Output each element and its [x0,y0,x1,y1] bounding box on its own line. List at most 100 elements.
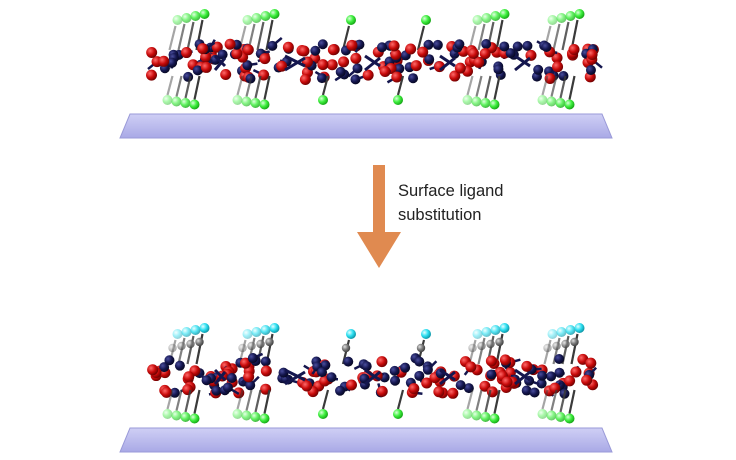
oxygen-atom [301,380,313,392]
bond-line [245,75,253,97]
ligand-atom-green [480,412,491,422]
oxygen-atom [485,355,497,367]
ligand-atom-cyan [199,323,210,333]
substrate-slab-top [119,113,613,139]
oxygen-atom [447,387,459,399]
ligand-atom-green [421,15,431,25]
metal-atom [554,353,565,364]
oxygen-atom [298,45,310,57]
metal-atom [335,385,346,396]
ligand-atom-green [546,96,557,107]
ligand-atom-cyan [242,329,253,339]
metal-atom [463,383,474,394]
metal-atom [316,73,327,84]
oxygen-atom [544,72,556,84]
ligand-atom-cyan [346,329,356,339]
bond-line [213,368,227,382]
ligand-atom-green [232,95,243,105]
bond-line [284,54,306,68]
ligand-atom-green [489,413,500,424]
oxygen-atom [388,40,400,52]
metal-atom [454,39,465,50]
bond-line [475,75,483,97]
metal-atom [521,385,532,396]
oxygen-atom [181,47,193,59]
bond-line [364,370,381,386]
oxygen-atom [362,69,374,81]
nanosheet-after [147,323,599,424]
metal-atom [499,41,510,52]
oxygen-atom [408,383,420,395]
process-label-line1: Surface ligand [398,182,504,200]
bond-line [213,54,227,68]
oxygen-atom [220,69,232,81]
metal-atom [211,385,222,396]
oxygen-atom [454,62,466,74]
carbon-atom [247,341,256,351]
metal-atom [183,71,194,82]
ligand-atom-green [547,15,558,25]
bond-line [484,75,492,99]
bond-line [561,21,570,51]
ligand-atom-green [162,409,173,419]
metal-atom [394,63,405,74]
bond-line [493,75,501,100]
metal-atom [242,60,253,71]
carbon-atom [256,339,265,349]
ligand-atom-green [318,409,328,419]
ligand-atom-green [462,95,473,105]
oxygen-atom [299,74,311,86]
metal-atom [350,74,361,85]
metal-atom [414,356,425,367]
metal-atom [422,364,433,375]
oxygen-atom [259,53,271,65]
ligand-atom-cyan [472,329,483,339]
oxygen-atom [197,43,209,55]
bond-line [284,370,306,386]
oxygen-atom [239,357,251,369]
ligand-atom-green [537,409,548,419]
ligand-atom-cyan [260,325,271,335]
metal-atom [343,356,354,367]
ligand-atom-green [171,96,182,107]
metal-atom [505,48,516,59]
oxygen-atom [585,357,597,369]
ligand-atom-green [555,412,566,422]
ligand-atom-cyan [251,327,262,337]
ligand-atom-green [199,9,210,19]
ligand-atom-cyan [481,327,492,337]
bond-line [568,75,576,100]
metal-atom [377,42,388,53]
metal-atom [414,370,425,381]
metal-atom [267,40,278,51]
metal-atom [169,387,180,398]
metal-atom [455,380,466,391]
oxygen-atom [421,377,433,389]
oxygen-atom [147,364,159,376]
ligand-atom-green [180,412,191,422]
ligand-atom-green [162,95,173,105]
metal-atom [389,365,400,376]
bond-line [168,25,177,51]
metal-atom [310,45,321,56]
metal-atom [546,371,557,382]
carbon-atom [186,339,195,349]
metal-atom [432,39,443,50]
oxygen-atom [568,43,580,55]
metal-atom [326,372,337,383]
oxygen-atom [549,382,561,394]
bond-line [439,368,456,382]
metal-atom [260,356,271,367]
bond-line [364,368,381,382]
oxygen-atom [376,356,388,368]
carbon-atom [561,339,570,349]
ligand-atom-green [537,95,548,105]
carbon-atom [486,339,495,349]
ligand-atom-green [471,96,482,107]
metal-atom [536,378,547,389]
oxygen-atom [243,371,255,383]
oxygen-atom [200,61,212,73]
bond-line [213,371,227,385]
metal-atom [335,66,346,77]
